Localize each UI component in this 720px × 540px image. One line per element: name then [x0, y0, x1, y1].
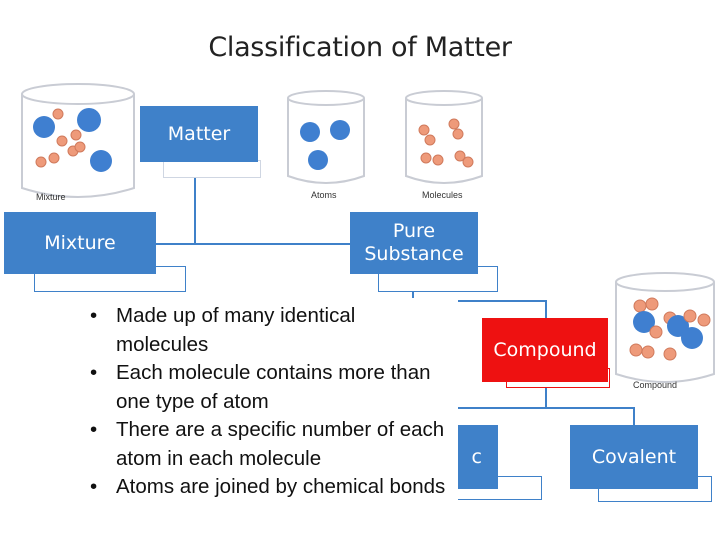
list-item: Atoms are joined by chemical bonds	[80, 473, 452, 502]
connector-covalent-drop	[633, 407, 635, 427]
matter-node-label: Matter	[167, 122, 231, 145]
mixture-node-label: Mixture	[44, 231, 116, 254]
connector-compound-down	[545, 384, 547, 408]
list-item: There are a specific number of each atom…	[80, 416, 452, 473]
compound-node: Compound	[482, 318, 608, 382]
atoms-beaker-icon	[287, 90, 365, 184]
mixture-node: Mixture	[4, 212, 156, 274]
pure-substance-node: Pure Substance	[350, 212, 478, 274]
molecules-beaker-label: Molecules	[422, 190, 463, 200]
ionic-node-label: c	[471, 445, 482, 468]
connector-mixture-pure	[156, 243, 350, 245]
matter-node-tab	[163, 160, 261, 178]
list-item: Each molecule contains more than one typ…	[80, 359, 452, 416]
covalent-node: Covalent	[570, 425, 698, 489]
diagram-title: Classification of Matter	[208, 32, 512, 63]
compound-beaker-label: Compound	[633, 380, 678, 390]
connector-pure-down	[412, 282, 414, 302]
connector-ionic-covalent	[454, 407, 634, 409]
list-item: Made up of many identical molecules	[80, 302, 452, 359]
mixture-beaker-label: Mixture	[36, 192, 66, 202]
connector-matter-down	[194, 168, 196, 244]
matter-node: Matter	[140, 106, 258, 162]
connector-to-compound	[412, 300, 546, 302]
atoms-beaker-label: Atoms	[311, 190, 337, 200]
compound-beaker-icon	[615, 272, 715, 383]
molecules-beaker-icon	[405, 90, 483, 184]
compound-node-label: Compound	[493, 338, 597, 361]
covalent-node-label: Covalent	[591, 445, 677, 468]
pure-substance-node-label: Pure Substance	[364, 220, 464, 265]
connector-compound-drop	[545, 300, 547, 320]
compound-description-list: Made up of many identical molecules Each…	[80, 302, 452, 502]
mixture-beaker-icon	[21, 83, 135, 198]
